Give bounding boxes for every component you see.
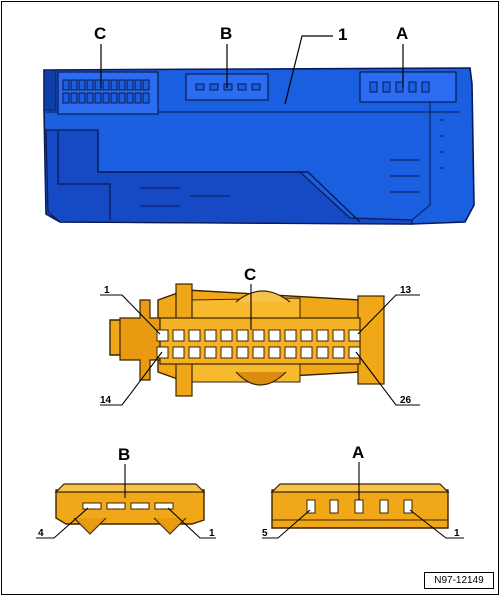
label-b-pin-4: 4 xyxy=(38,528,44,539)
connector-c-leaders xyxy=(100,284,420,406)
module-connector-b xyxy=(185,73,269,101)
label-c-pin-13: 13 xyxy=(400,285,412,296)
connector-b-leaders xyxy=(36,464,216,539)
label-a-pin-5: 5 xyxy=(262,528,268,539)
module-connector-a xyxy=(359,71,457,103)
connector-a-leaders xyxy=(262,462,464,539)
label-c-pin-1: 1 xyxy=(104,285,110,296)
module-connector-c xyxy=(57,71,159,115)
label-module-a: A xyxy=(396,24,408,43)
label-connector-b-title: B xyxy=(118,445,130,464)
label-c-pin-26: 26 xyxy=(400,395,412,406)
label-module-1: 1 xyxy=(338,25,347,44)
connector-c-drawing xyxy=(109,283,385,397)
reference-code: N97-12149 xyxy=(424,572,494,589)
label-connector-c-title: C xyxy=(244,265,256,284)
label-c-pin-14: 14 xyxy=(100,395,112,406)
label-module-b: B xyxy=(220,24,232,43)
top-leader-lines xyxy=(100,35,404,105)
label-module-c: C xyxy=(94,24,106,43)
control-module xyxy=(43,67,475,225)
label-connector-a-title: A xyxy=(352,443,364,462)
connector-a-pins xyxy=(306,499,413,514)
connector-b-drawing xyxy=(54,483,206,535)
label-b-pin-1: 1 xyxy=(209,528,215,539)
label-a-pin-1: 1 xyxy=(454,528,460,539)
connector-c-pins xyxy=(156,329,361,359)
connector-b-pins xyxy=(82,502,174,510)
connector-a-drawing xyxy=(270,483,450,529)
